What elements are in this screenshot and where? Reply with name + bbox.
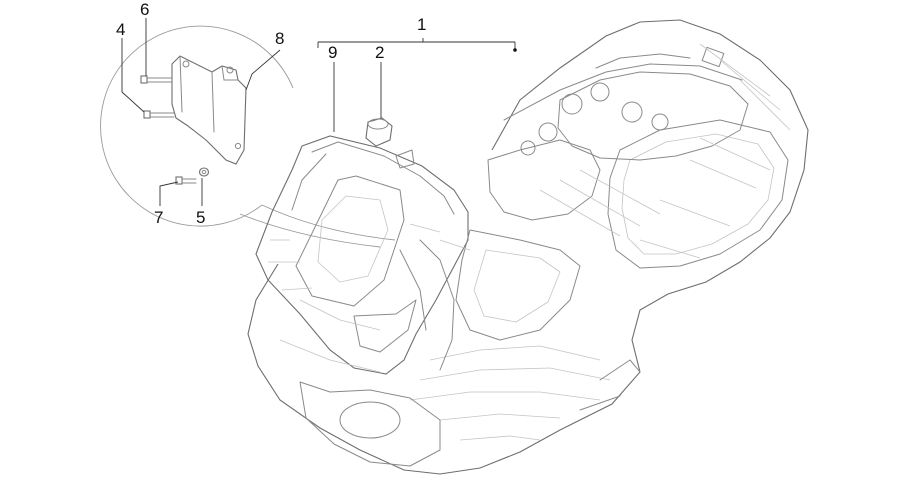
- callout-leaders: [121, 18, 517, 206]
- callout-9: 9: [328, 43, 337, 62]
- washer: [198, 167, 210, 177]
- detail-circle-bracket: [100, 25, 396, 248]
- leg-shield-panel: [255, 135, 469, 375]
- screw-upper: [140, 75, 173, 84]
- scooter-body-frame: [247, 19, 809, 475]
- callout-labels: 1 2 4 5 6 7 8 9: [116, 0, 426, 227]
- callout-8: 8: [275, 29, 284, 48]
- grommet: [365, 117, 415, 169]
- leader-dot: [513, 48, 517, 52]
- callout-2: 2: [375, 43, 384, 62]
- callout-1: 1: [417, 15, 426, 34]
- callout-6: 6: [140, 0, 149, 19]
- callout-4: 4: [116, 20, 125, 39]
- bracket-plate: [171, 55, 247, 165]
- callout-7: 7: [154, 208, 163, 227]
- screw-lower: [143, 110, 175, 119]
- callout-5: 5: [196, 208, 205, 227]
- screw-bottom: [175, 176, 197, 185]
